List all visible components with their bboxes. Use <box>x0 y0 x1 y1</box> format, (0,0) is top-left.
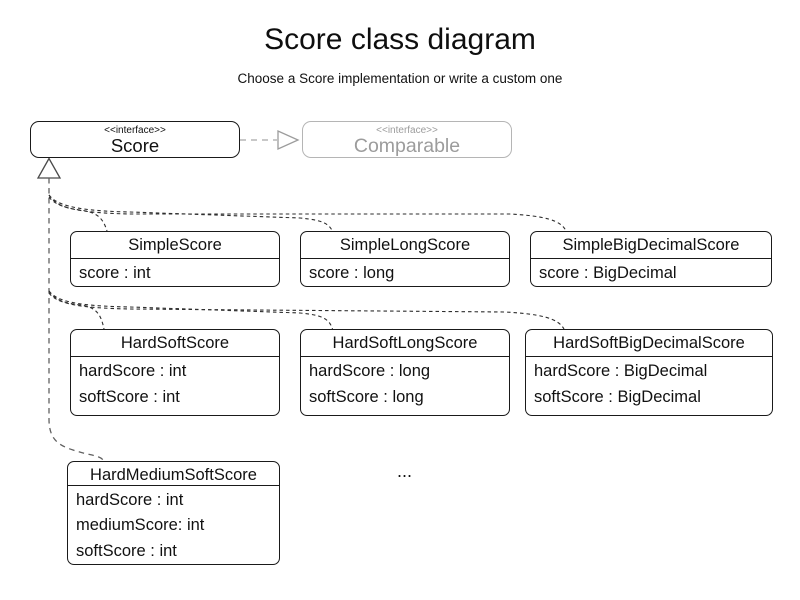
stereotype-label: <<interface>> <box>376 125 438 136</box>
class-name: HardSoftBigDecimalScore <box>526 330 772 357</box>
realization-line-hardmediumsoftscore-trail <box>48 292 565 330</box>
class-name: SimpleLongScore <box>301 232 509 259</box>
hollow-arrowhead-up-icon <box>36 157 62 179</box>
class-attribute: softScore : BigDecimal <box>534 387 701 406</box>
stereotype-label: <<interface>> <box>104 125 166 136</box>
more-implementations-ellipsis: ... <box>397 461 413 481</box>
realization-line-hardsoftlongscore <box>48 290 334 332</box>
interface-name: Comparable <box>353 135 461 157</box>
class-name: HardSoftLongScore <box>301 330 509 357</box>
class-attribute: score : long <box>309 263 395 282</box>
class-name: SimpleScore <box>71 232 279 259</box>
class-attribute: hardScore : long <box>309 362 431 380</box>
interface-box-score: <<interface>> Score <box>30 121 240 158</box>
class-attribute: hardScore : int <box>79 362 187 380</box>
class-box-hardsoftlongscore: HardSoftLongScore hardScore : long softS… <box>300 329 510 416</box>
page-title: Score class diagram <box>264 23 536 56</box>
class-attribute: softScore : int <box>79 387 180 406</box>
interface-name: Score <box>110 135 160 156</box>
class-name: HardMediumSoftScore <box>68 462 279 486</box>
realization-line-simplebigdecimalscore <box>48 196 567 232</box>
class-name: SimpleBigDecimalScore <box>531 232 771 259</box>
class-box-simplelongscore: SimpleLongScore score : long <box>300 231 510 287</box>
class-attribute: score : int <box>79 263 151 282</box>
class-name: HardSoftScore <box>71 330 279 357</box>
class-attribute: softScore : int <box>76 541 177 560</box>
class-attribute: softScore : long <box>309 387 424 406</box>
realization-line-simplelongscore <box>48 194 334 234</box>
interface-box-comparable: <<interface>> Comparable <box>302 121 512 158</box>
class-attribute: hardScore : BigDecimal <box>534 362 708 380</box>
class-attribute: hardScore : int <box>76 490 184 509</box>
class-box-hardsoftbigdecimalscore: HardSoftBigDecimalScore hardScore : BigD… <box>525 329 773 416</box>
realization-line-hardsoftscore <box>48 290 105 330</box>
class-attribute: score : BigDecimal <box>539 263 677 282</box>
class-box-simplebigdecimalscore: SimpleBigDecimalScore score : BigDecimal <box>530 231 772 287</box>
class-box-hardsoftscore: HardSoftScore hardScore : int softScore … <box>70 329 280 416</box>
class-box-hardmediumsoftscore: HardMediumSoftScore hardScore : int medi… <box>67 461 280 565</box>
class-box-simplescore: SimpleScore score : int <box>70 231 280 287</box>
class-attribute: mediumScore: int <box>76 516 205 534</box>
hollow-arrowhead-right-icon <box>277 129 300 151</box>
realization-trunk-line <box>48 178 105 462</box>
page-subtitle: Choose a Score implementation or write a… <box>237 71 563 86</box>
